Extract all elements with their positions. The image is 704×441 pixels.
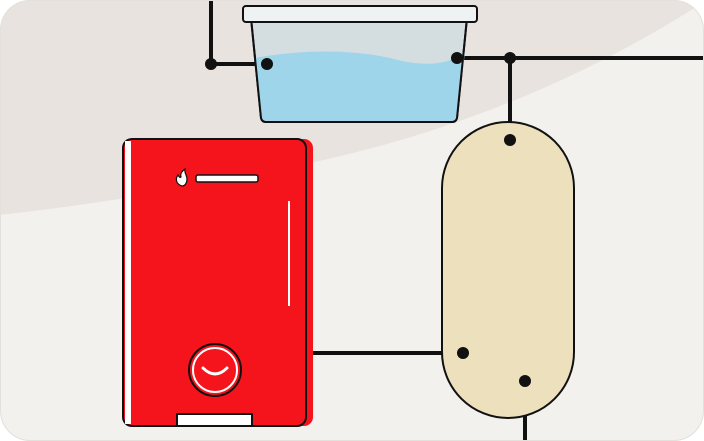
junction-dot-cylinder-bottom [519, 375, 531, 387]
tank-water [254, 51, 465, 121]
junction-dot-tank-outlet [451, 52, 463, 64]
flame-icon [175, 167, 188, 187]
combi-boiler [122, 138, 313, 427]
junction-dot-mains-corner [205, 58, 217, 70]
junction-dot-tank-inlet [261, 58, 273, 70]
boiler-body [123, 139, 313, 426]
boiler-base-plate [176, 413, 253, 427]
boiler-display-slot [195, 174, 259, 183]
boiler-left-highlight [125, 141, 131, 424]
hot-water-cylinder [441, 121, 575, 419]
pipe-junctions [205, 52, 531, 387]
junction-dot-outflow-branch [504, 52, 516, 64]
junction-dot-cylinder-top [504, 134, 516, 146]
boiler-control-knob [188, 343, 242, 397]
cold-water-tank [242, 5, 478, 123]
tank-rim [242, 5, 478, 23]
tank-outline [250, 17, 468, 123]
junction-dot-cylinder-inlet [457, 347, 469, 359]
